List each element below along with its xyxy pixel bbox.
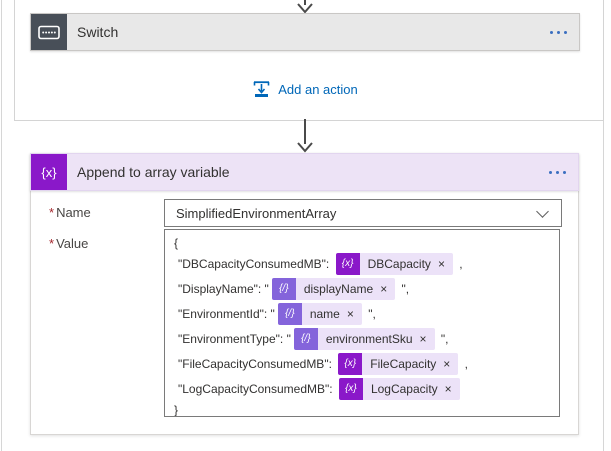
name-field-label: *Name	[49, 205, 91, 220]
canvas-right-edge	[603, 0, 604, 451]
remove-token-icon[interactable]: ×	[443, 356, 451, 371]
variable-icon: {x}	[338, 377, 363, 400]
displayname-dynamic-token[interactable]: {/}displayName×	[271, 277, 396, 300]
canvas-left-edge	[1, 0, 2, 451]
add-action-label: Add an action	[278, 81, 358, 97]
append-card-header[interactable]: {x} Append to array variable	[30, 153, 579, 191]
switch-control-icon	[31, 14, 67, 50]
dbcapacity-variable-token[interactable]: {x}DBCapacity×	[335, 252, 453, 275]
dynamic-content-icon: {/}	[277, 302, 302, 325]
insert-action-icon	[253, 80, 270, 97]
remove-token-icon[interactable]: ×	[380, 281, 388, 296]
value-field-label: *Value	[49, 236, 89, 251]
variable-icon: {x}	[338, 352, 363, 375]
value-line: }	[174, 402, 179, 417]
remove-token-icon[interactable]: ×	[444, 381, 452, 396]
filecapacity-variable-token[interactable]: {x}FileCapacity×	[338, 352, 459, 375]
append-menu-button[interactable]	[549, 170, 566, 174]
value-input-area[interactable]: { "DBCapacityConsumedMB": {x}DBCapacity×…	[164, 229, 560, 417]
variable-action-icon: {x}	[31, 154, 67, 190]
arrow-down-icon	[297, 119, 313, 153]
variable-icon: {x}	[335, 252, 360, 275]
value-line: {	[174, 235, 179, 250]
dynamic-content-icon: {/}	[293, 327, 318, 350]
value-line: "FileCapacityConsumedMB": {x}FileCapacit…	[165, 351, 559, 376]
value-line: "LogCapacityConsumedMB": {x}LogCapacity×	[165, 376, 559, 401]
connector-arrow-top	[296, 0, 314, 14]
dynamic-content-icon: {/}	[271, 277, 296, 300]
value-line: "EnvironmentType": "{/}environmentSku× "…	[165, 326, 559, 351]
required-asterisk: *	[49, 236, 55, 251]
add-action-button[interactable]: Add an action	[0, 78, 611, 100]
environmentsku-dynamic-token[interactable]: {/}environmentSku×	[293, 327, 435, 350]
variable-name-dropdown[interactable]: SimplifiedEnvironmentArray	[164, 199, 562, 227]
value-line: "DisplayName": "{/}displayName× ",	[165, 276, 559, 301]
switch-action-card[interactable]: Switch	[30, 13, 580, 51]
append-card-title: Append to array variable	[77, 164, 230, 180]
switch-card-title: Switch	[77, 24, 119, 40]
arrow-down-icon	[297, 0, 313, 14]
remove-token-icon[interactable]: ×	[419, 331, 427, 346]
name-dynamic-token[interactable]: {/}name×	[277, 302, 362, 325]
remove-token-icon[interactable]: ×	[346, 306, 354, 321]
remove-token-icon[interactable]: ×	[437, 256, 445, 271]
value-line: "EnvironmentId": "{/}name× ",	[165, 301, 559, 326]
connector-arrow-middle	[296, 119, 314, 153]
chevron-down-icon[interactable]	[536, 204, 549, 218]
value-line: "DBCapacityConsumedMB": {x}DBCapacity× ,	[165, 251, 559, 276]
required-asterisk: *	[49, 205, 55, 220]
switch-menu-button[interactable]	[550, 30, 567, 34]
logcapacity-variable-token[interactable]: {x}LogCapacity×	[338, 377, 460, 400]
variable-name-value: SimplifiedEnvironmentArray	[176, 205, 337, 221]
append-to-array-variable-card: {x} Append to array variable *Name Simpl…	[30, 153, 579, 435]
